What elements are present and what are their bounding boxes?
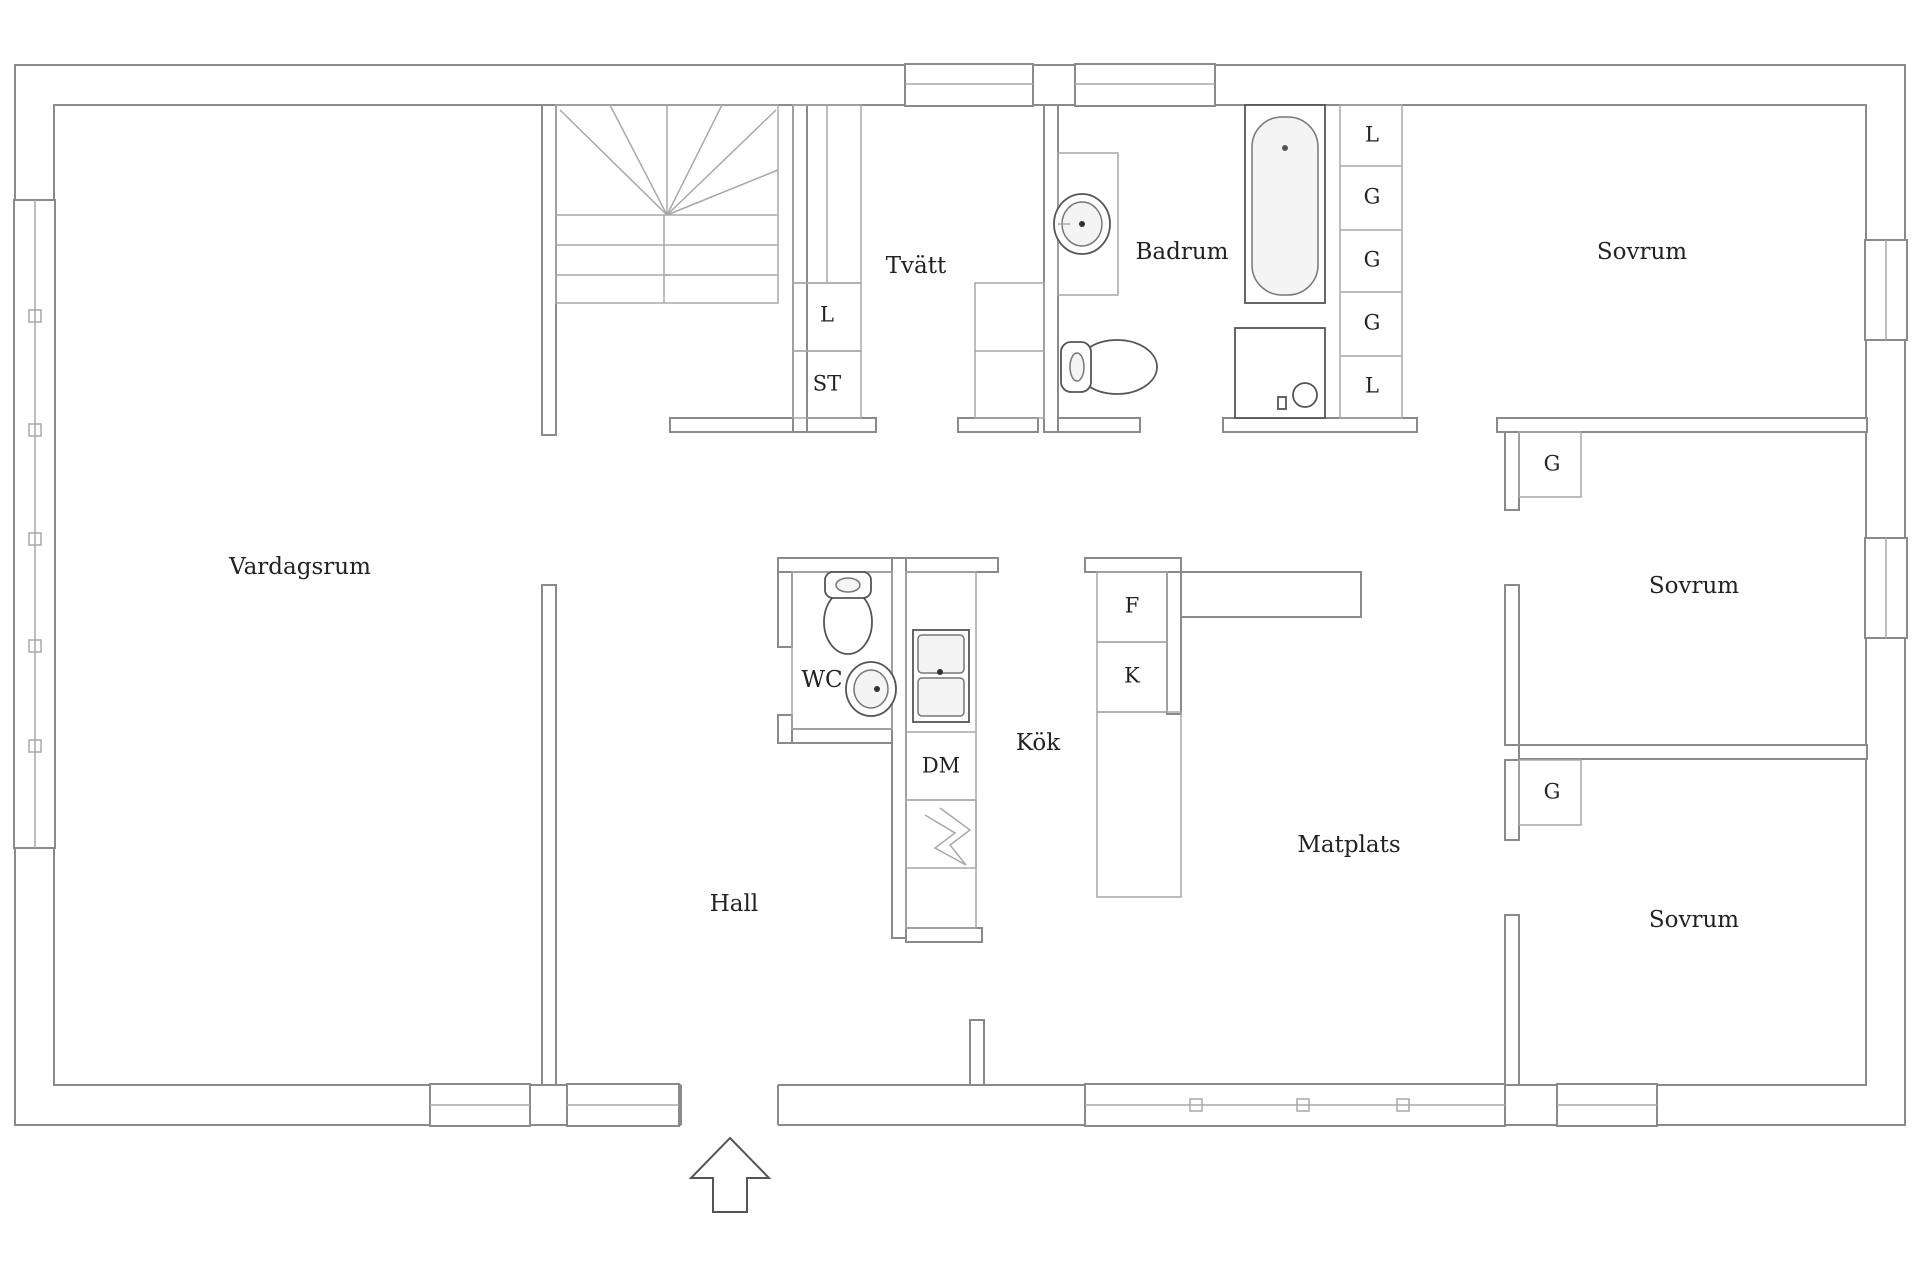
unit-bad-g1: G <box>1364 185 1381 209</box>
unit-tvatt-st: ST <box>813 372 841 396</box>
bathroom-fixtures <box>1053 104 1403 419</box>
unit-sovrum3-g: G <box>1544 780 1561 804</box>
label-hall: Hall <box>710 891 758 917</box>
laundry-cabinets <box>792 104 1045 419</box>
unit-tvatt-l: L <box>820 303 834 327</box>
label-kok: Kök <box>1016 730 1061 756</box>
staircase <box>555 104 779 304</box>
label-tvatt: Tvätt <box>886 253 947 279</box>
unit-kok-k: K <box>1124 664 1140 688</box>
wc-fixtures <box>791 571 897 730</box>
label-matplats: Matplats <box>1297 832 1400 858</box>
windows <box>13 63 1908 1127</box>
label-wc: WC <box>801 667 842 693</box>
unit-bad-l1: L <box>1365 123 1379 147</box>
entrance-arrow-icon <box>688 1136 772 1213</box>
outer-walls <box>14 64 1906 1126</box>
unit-bad-l2: L <box>1365 374 1379 398</box>
label-sovrum-1: Sovrum <box>1597 239 1687 265</box>
label-vardagsrum: Vardagsrum <box>228 554 371 580</box>
label-sovrum-3: Sovrum <box>1649 907 1739 933</box>
unit-sovrum2-g: G <box>1544 452 1561 476</box>
label-sovrum-2: Sovrum <box>1649 573 1739 599</box>
wardrobes <box>1518 431 1582 826</box>
label-badrum: Badrum <box>1136 239 1229 265</box>
unit-bad-g2: G <box>1364 248 1381 272</box>
kitchen-units <box>905 571 1182 929</box>
unit-kok-dm: DM <box>922 754 960 778</box>
unit-bad-g3: G <box>1364 311 1381 335</box>
unit-kok-f: F <box>1125 594 1140 618</box>
